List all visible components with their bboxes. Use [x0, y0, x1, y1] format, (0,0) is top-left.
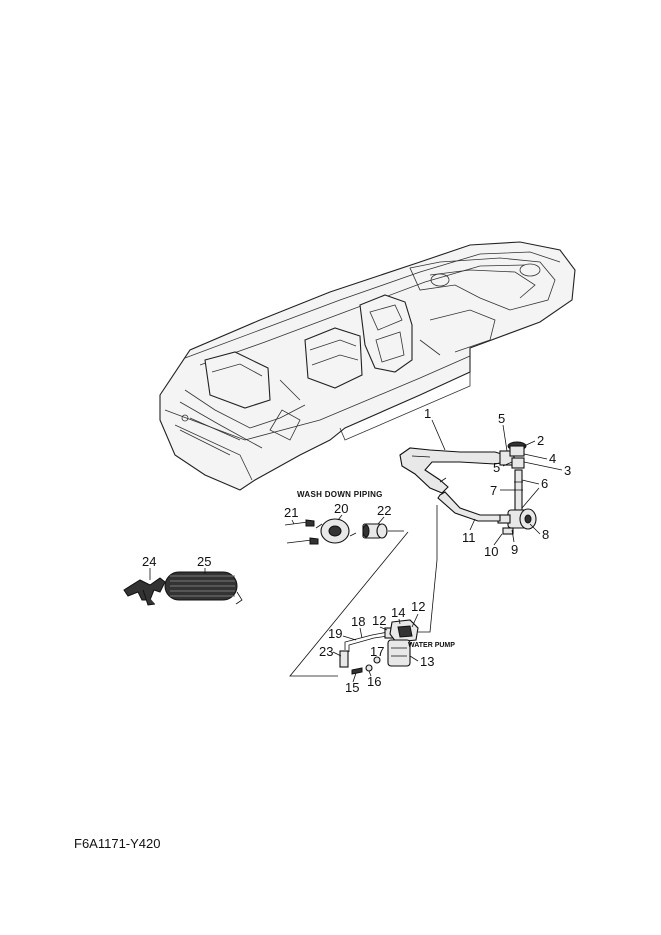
callout-3: 3 [564, 463, 571, 478]
callout-7: 7 [490, 483, 497, 498]
callout-19: 19 [328, 626, 342, 641]
callout-18: 18 [351, 614, 365, 629]
callout-8: 8 [542, 527, 549, 542]
wash-down-piping-title: WASH DOWN PIPING [297, 490, 383, 499]
callout-14: 14 [391, 605, 405, 620]
callout-16: 16 [367, 674, 381, 689]
callout-25: 25 [197, 554, 211, 569]
callout-1: 1 [424, 406, 431, 421]
callout-9: 9 [511, 542, 518, 557]
callout-5a: 5 [498, 411, 505, 426]
callout-12b: 12 [372, 613, 386, 628]
callout-12a: 12 [411, 599, 425, 614]
callout-6: 6 [541, 476, 548, 491]
callout-10: 10 [484, 544, 498, 559]
wash-hose-kit [123, 571, 243, 606]
callout-20: 20 [334, 501, 348, 516]
callout-13: 13 [420, 654, 434, 669]
water-pump-assembly: WATER PUMP [339, 619, 455, 675]
callout-17: 17 [370, 644, 384, 659]
boat-hull-illustration [159, 241, 576, 491]
callout-2: 2 [537, 433, 544, 448]
callout-11: 11 [462, 530, 476, 545]
wash-down-piping-parts: WASH DOWN PIPING [284, 490, 404, 545]
callout-23: 23 [319, 644, 333, 659]
water-pump-label: WATER PUMP [408, 642, 455, 649]
callout-4: 4 [549, 451, 556, 466]
document-code: F6A1171-Y420 [74, 836, 161, 851]
callout-numbers: 1 2 3 4 5 5 6 7 8 9 10 11 12 12 13 14 15… [142, 406, 571, 695]
callout-5b: 5 [493, 460, 500, 475]
callout-15: 15 [345, 680, 359, 695]
callout-21: 21 [284, 505, 298, 520]
piping-assembly [289, 441, 537, 677]
callout-22: 22 [377, 503, 391, 518]
callout-24: 24 [142, 554, 156, 569]
